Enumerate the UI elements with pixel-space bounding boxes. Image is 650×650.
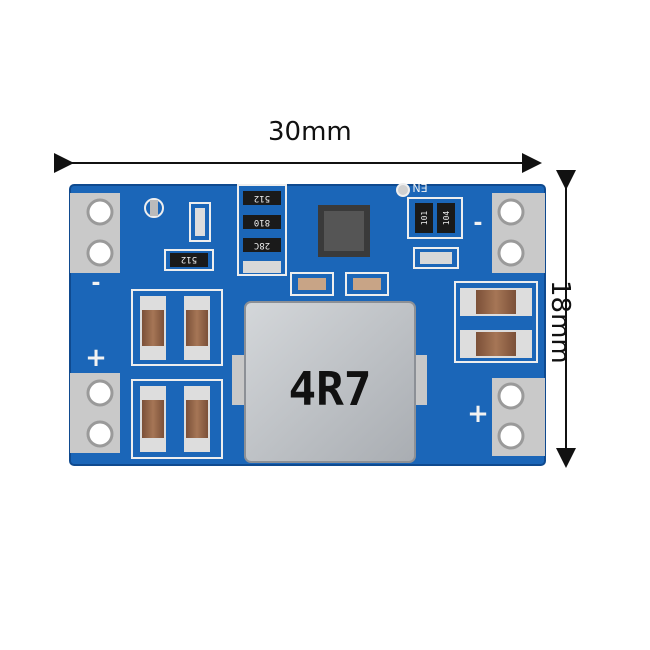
resistor-code-r4: 512 — [181, 254, 197, 264]
width-dimension-label: 30mm — [268, 117, 352, 147]
resistor-code-r2: 810 — [254, 217, 270, 227]
power-inductor — [232, 301, 427, 463]
height-dimension-label: 18mm — [545, 280, 575, 364]
resistor-code-r6: 101 — [420, 211, 429, 226]
enable-pad — [396, 183, 410, 197]
polarity-right-top: - — [473, 211, 482, 236]
resistor-column — [237, 184, 287, 276]
polarity-left-bottom: + — [85, 343, 107, 373]
pcb-board — [69, 183, 546, 466]
input-capacitor-bank — [131, 289, 223, 459]
polarity-right-bottom: + — [467, 399, 489, 429]
ic-bypass-caps — [290, 272, 389, 296]
controller-ic — [318, 205, 370, 257]
right-terminal-pads — [492, 193, 545, 456]
polarity-top-left: - — [91, 271, 100, 296]
left-terminal-pads — [70, 193, 120, 453]
resistor-code-r1: 512 — [254, 193, 270, 203]
resistor-code-r5: 104 — [442, 211, 451, 226]
feedback-resistors — [407, 197, 463, 269]
inductor-marking: 4R7 — [288, 362, 371, 416]
enable-label: EN — [412, 181, 427, 194]
top-left-components — [144, 198, 214, 271]
output-capacitor-bank — [454, 281, 538, 363]
resistor-code-r3: 28C — [254, 240, 270, 250]
